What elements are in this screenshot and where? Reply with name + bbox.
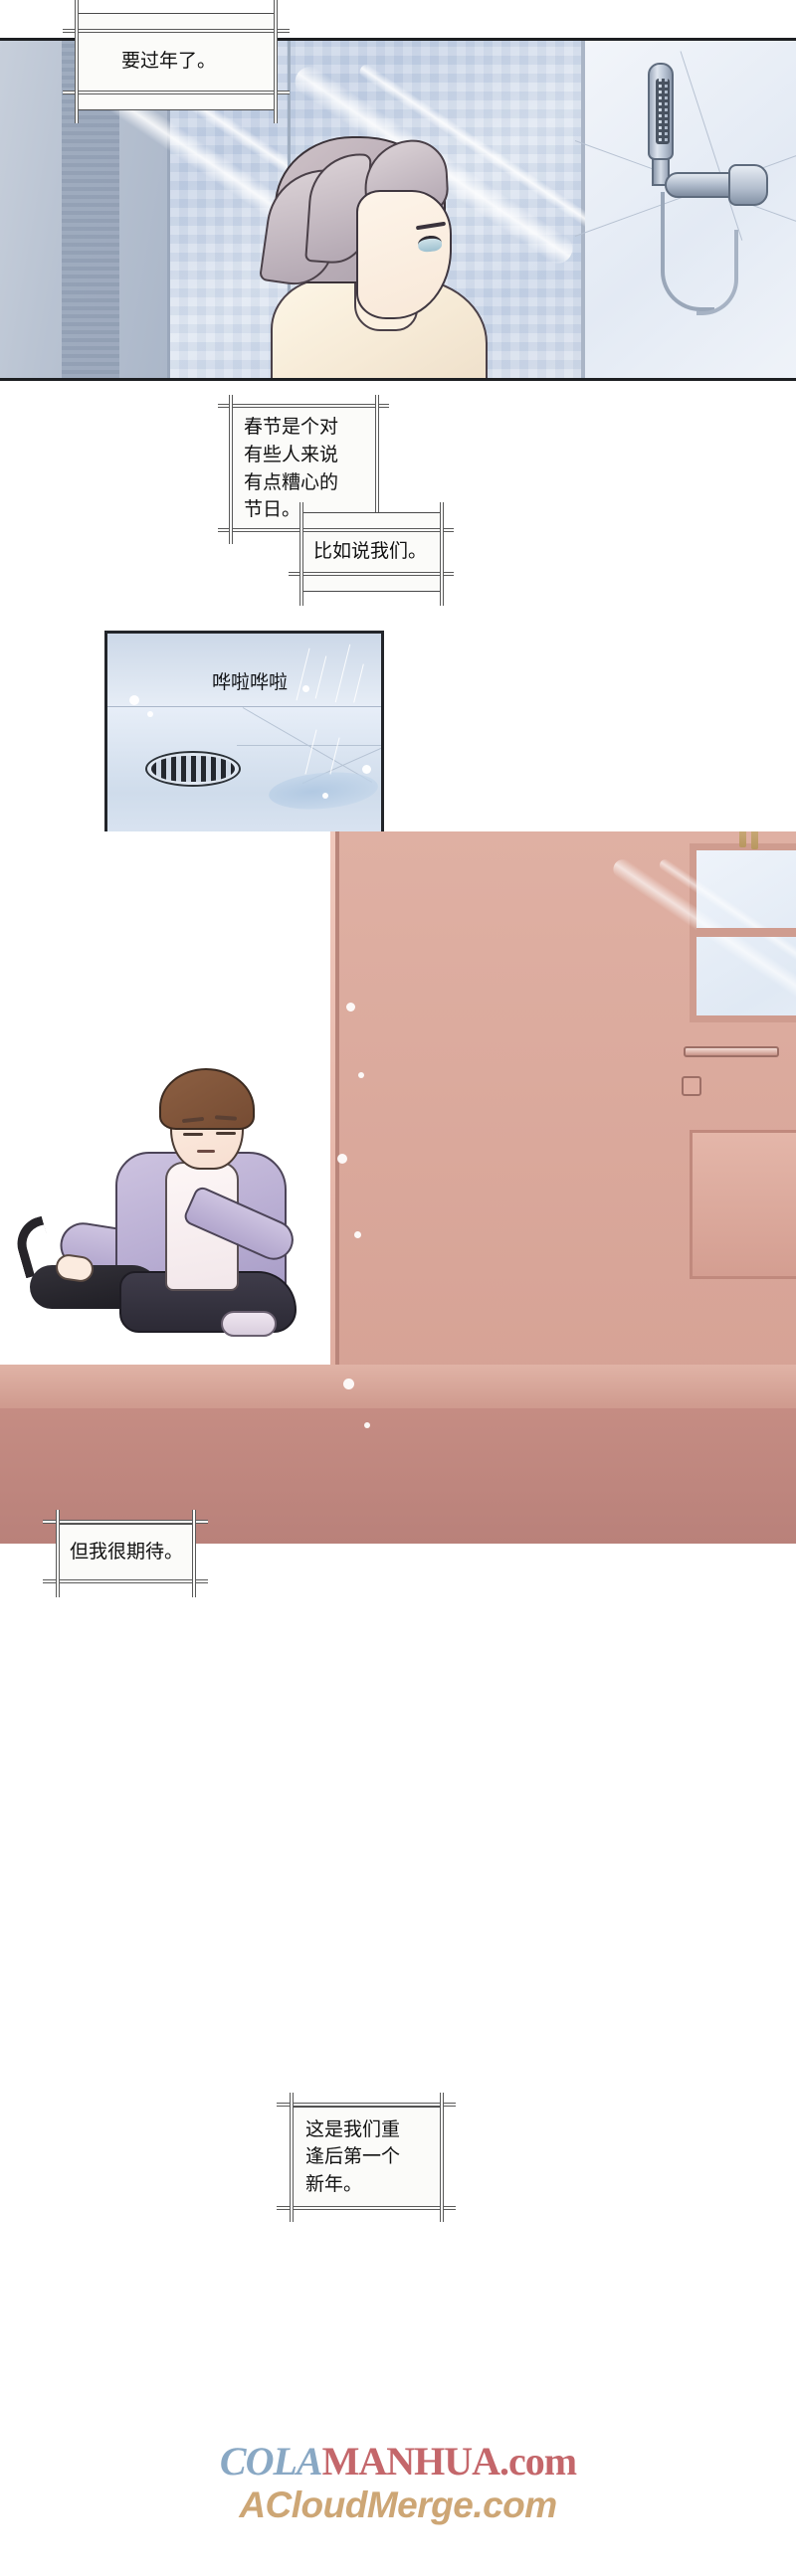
door-handle[interactable] bbox=[684, 1046, 779, 1057]
caption-rail-bottom bbox=[289, 572, 454, 576]
figure-room-eye bbox=[216, 1132, 236, 1135]
light-particle bbox=[358, 1072, 364, 1078]
light-particle bbox=[354, 1231, 361, 1238]
shower-head-icon bbox=[648, 63, 674, 160]
caption-text: 春节是个对 有些人来说 有点糟心的 节日。 bbox=[244, 417, 339, 521]
caption-rail-left bbox=[75, 0, 79, 123]
light-particle bbox=[364, 1422, 370, 1428]
water-droplet bbox=[362, 765, 371, 774]
panel-drain: 哗啦哗啦 bbox=[104, 631, 384, 847]
drain-back-wall bbox=[107, 634, 381, 707]
water-droplet bbox=[322, 793, 328, 799]
window-mullion-horizontal bbox=[696, 928, 796, 937]
caption-rail-top bbox=[63, 29, 290, 33]
watermark-line-1: COLAMANHUA.com bbox=[0, 2439, 796, 2484]
caption-box-1: 要过年了。 bbox=[63, 0, 290, 123]
caption-rail-right bbox=[440, 502, 444, 606]
curtain-rod bbox=[751, 831, 758, 849]
light-particle bbox=[346, 1003, 355, 1012]
caption-rail-bottom bbox=[43, 1579, 208, 1583]
door bbox=[335, 831, 796, 1388]
caption-rail-right bbox=[440, 2093, 444, 2222]
caption-frame: 但我很期待。 bbox=[57, 1524, 194, 1581]
caption-rail-right bbox=[274, 0, 278, 123]
door-panel bbox=[690, 1130, 796, 1279]
room-floor-highlight bbox=[0, 1365, 796, 1408]
floor-drain-grate bbox=[145, 751, 241, 787]
caption-rail-bottom bbox=[277, 2206, 456, 2210]
water-droplet bbox=[147, 711, 153, 717]
caption-rail-bottom bbox=[63, 91, 290, 94]
watermark-manhua-text: MANHUA.com bbox=[321, 2439, 577, 2484]
light-particle bbox=[337, 1154, 347, 1164]
shower-head-holes bbox=[656, 79, 670, 144]
caption-rail-right bbox=[375, 395, 379, 544]
watermark-cola-text: COLA bbox=[219, 2439, 323, 2484]
water-droplet bbox=[129, 695, 139, 705]
floor-tile-seam bbox=[237, 745, 381, 746]
caption-rail-top bbox=[43, 1520, 208, 1524]
sfx-water-text: 哗啦哗啦 bbox=[211, 672, 288, 693]
door-lock-icon[interactable] bbox=[682, 1076, 701, 1096]
shower-hose bbox=[661, 192, 714, 311]
caption-rail-left bbox=[299, 502, 303, 606]
caption-rail-left bbox=[229, 395, 233, 544]
water-droplet bbox=[302, 685, 309, 692]
caption-frame: 比如说我们。 bbox=[300, 512, 442, 592]
caption-text: 要过年了。 bbox=[121, 51, 217, 73]
light-particle bbox=[343, 1379, 354, 1389]
caption-rail-left bbox=[290, 2093, 294, 2222]
caption-box-5: 这是我们重 逢后第一个 新年。 bbox=[277, 2093, 456, 2222]
caption-rail-right bbox=[192, 1510, 196, 1597]
caption-box-3: 比如说我们。 bbox=[289, 502, 454, 606]
shower-holder bbox=[728, 164, 768, 206]
curtain-rod bbox=[739, 831, 746, 847]
caption-box-4: 但我很期待。 bbox=[43, 1510, 208, 1597]
door-window-pane bbox=[609, 843, 796, 1023]
caption-text: 但我很期待。 bbox=[70, 1542, 184, 1564]
figure-room-eye bbox=[183, 1133, 203, 1136]
caption-text: 比如说我们。 bbox=[313, 541, 428, 563]
caption-text: 这是我们重 逢后第一个 新年。 bbox=[305, 2118, 401, 2195]
figure-room-mouth bbox=[197, 1150, 215, 1153]
caption-rail-top bbox=[289, 528, 454, 532]
watermark-line-2: ACloudMerge.com bbox=[239, 2484, 557, 2525]
caption-rail-top bbox=[277, 2103, 456, 2107]
figure-room-slipper bbox=[221, 1311, 277, 1337]
caption-frame: 要过年了。 bbox=[77, 13, 276, 110]
caption-rail-top bbox=[218, 404, 389, 408]
watermark: COLAMANHUA.com ACloudMerge.com bbox=[0, 2439, 796, 2556]
caption-rail-left bbox=[56, 1510, 60, 1597]
caption-frame: 这是我们重 逢后第一个 新年。 bbox=[291, 2107, 442, 2208]
